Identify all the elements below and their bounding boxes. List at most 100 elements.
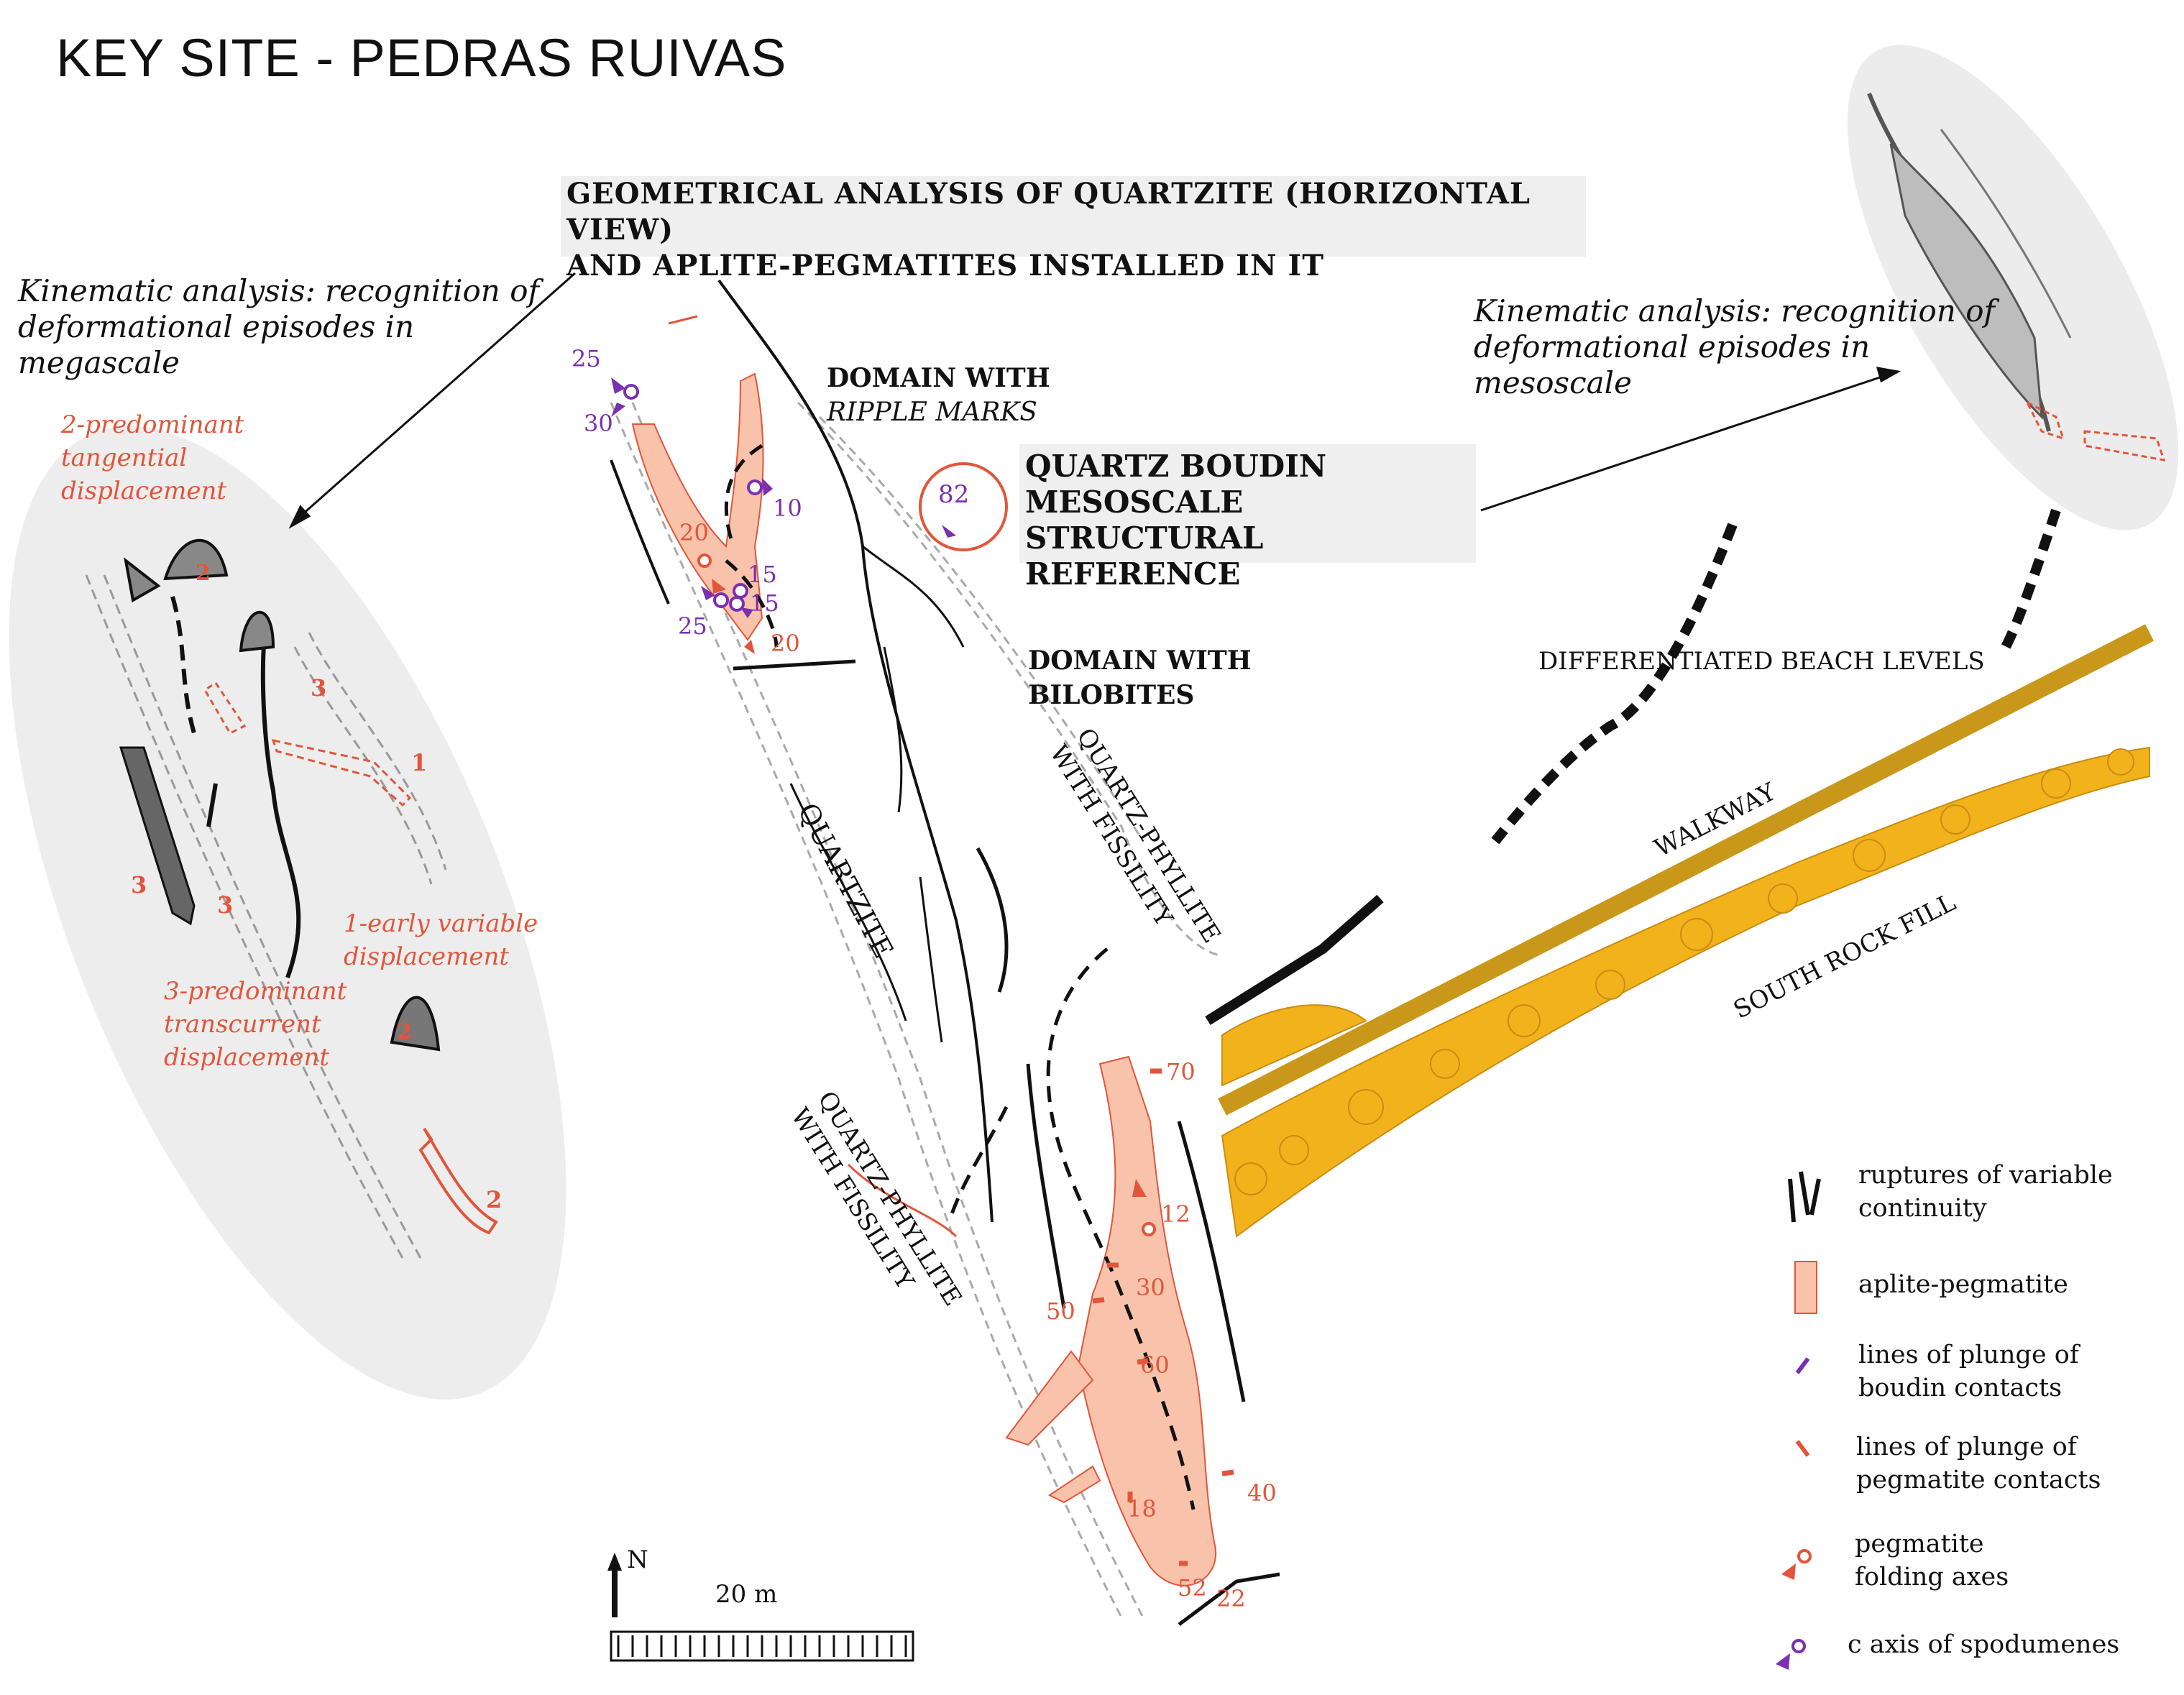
measure-purple-15b: 15 [750, 589, 779, 617]
megascale-sketch [85, 538, 498, 1259]
beach-solid-line [1205, 894, 1384, 1025]
geometric-heading-line2: AND APLITE-PEGMATITES INSTALLED IN IT [566, 249, 1324, 282]
legend-ruptures-1: ruptures of variable [1858, 1161, 2113, 1190]
mega-boudin-3 [239, 610, 275, 653]
label-tangential-2: tangential [61, 444, 188, 472]
legend-folding-1: pegmatite [1855, 1530, 1984, 1558]
domain-bilobites-2: BILOBITES [1028, 680, 1195, 710]
south-rock-fill [1221, 746, 2150, 1238]
mega-arrow-1 [271, 738, 412, 807]
mega-boudin-1 [124, 557, 161, 603]
domain-bilobites-1: DOMAIN WITH [1028, 646, 1252, 676]
measure-orange-12: 12 [1161, 1200, 1190, 1228]
legend-boudin: lines of plunge of boudin contacts [1858, 1338, 2079, 1405]
boudin-reference-2: MESOSCALE STRUCTURAL [1025, 484, 1264, 556]
measure-purple-30: 30 [584, 410, 613, 437]
walkway-band [1218, 624, 2154, 1116]
legend-rupture-symbol [1788, 1171, 1821, 1223]
mega-boudin-4 [390, 996, 441, 1052]
legend-aplite: aplite-pegmatite [1858, 1270, 2068, 1299]
geometric-heading-line1: GEOMETRICAL ANALYSIS OF QUARTZITE (HORIZ… [566, 177, 1531, 247]
kinematic-mega-line2: deformational episodes in [18, 309, 415, 344]
kinematic-meso-line3: mesoscale [1474, 365, 1632, 400]
domain-ripple-2: RIPPLE MARKS [827, 398, 1037, 427]
kinematic-meso-text: Kinematic analysis: recognition of defor… [1474, 293, 1995, 401]
megascale-ellipse [9, 426, 566, 1400]
geometric-heading: GEOMETRICAL ANALYSIS OF QUARTZITE (HORIZ… [561, 176, 1586, 282]
central-map [610, 279, 1280, 1626]
label-tangential-1: 2-predominant [61, 410, 244, 439]
kinematic-meso-line2: deformational episodes in [1474, 329, 1871, 364]
measure-orange-70: 70 [1166, 1058, 1196, 1085]
label-transcurrent-2: transcurrent [164, 1010, 321, 1039]
label-transcurrent-3: displacement [164, 1043, 330, 1072]
label-tangential: 2-predominant tangential displacement [61, 408, 244, 507]
kinematic-mega-line3: megascale [18, 345, 180, 380]
domain-bilobites: DOMAIN WITH BILOBITES [1028, 643, 1252, 712]
legend-fold-symbol [1781, 1563, 1796, 1580]
kinematic-meso-line1: Kinematic analysis: recognition of [1474, 293, 1996, 329]
legend-pegcontact: lines of plunge of pegmatite contacts [1856, 1430, 2101, 1497]
legend-caxis: c axis of spodumenes [1848, 1630, 2120, 1659]
legend-boudin-symbol [1795, 1357, 1810, 1374]
measure-orange-20b: 20 [771, 630, 800, 657]
measure-orange-20a: 20 [679, 519, 709, 546]
measure-purple-25a: 25 [572, 345, 601, 372]
boudin-reference-3: REFERENCE [1025, 556, 1241, 592]
measure-orange-40: 40 [1247, 1479, 1277, 1507]
measure-orange-30: 30 [1136, 1274, 1165, 1301]
legend-caxis-symbol [1776, 1653, 1790, 1670]
domain-ripple: DOMAIN WITH RIPPLE MARKS [827, 361, 1050, 430]
label-early-2: displacement [344, 942, 510, 971]
label-transcurrent: 3-predominant transcurrent displacement [164, 975, 347, 1074]
mega-num-2a: 2 [196, 561, 211, 586]
measure-orange-60: 60 [1140, 1351, 1170, 1379]
domain-ripple-1: DOMAIN WITH [827, 363, 1050, 393]
mega-num-2b: 2 [397, 1019, 412, 1044]
legend-pegcontact-2: pegmatite contacts [1856, 1466, 2101, 1494]
mega-dark-arrow [119, 746, 196, 926]
pegmatite-lower [1077, 1055, 1217, 1586]
boudin-reference: QUARTZ BOUDIN MESOSCALE STRUCTURAL REFER… [1019, 444, 1476, 592]
mega-num-3a: 3 [311, 674, 327, 702]
label-beach: DIFFERENTIATED BEACH LEVELS [1538, 647, 1985, 676]
legend-aplite-swatch [1794, 1261, 1817, 1314]
mega-num-3b: 3 [131, 871, 147, 899]
boudin-reference-1: QUARTZ BOUDIN [1025, 449, 1327, 484]
callout-arrows [288, 272, 1901, 529]
legend-symbols [1776, 1171, 1821, 1670]
legend-folding-2: folding axes [1855, 1563, 2009, 1591]
legend-folding: pegmatite folding axes [1855, 1528, 2009, 1594]
measure-orange-50: 50 [1046, 1297, 1075, 1325]
measure-purple-15a: 15 [748, 561, 777, 588]
measure-orange-18: 18 [1127, 1495, 1157, 1522]
page-title: KEY SITE - PEDRAS RUIVAS [56, 28, 787, 88]
label-early-1: 1-early variable [344, 909, 538, 938]
legend-pegcontact-1: lines of plunge of [1856, 1433, 2077, 1461]
measure-purple-10: 10 [773, 495, 802, 522]
north-label: N [627, 1545, 648, 1574]
boudin-value: 82 [938, 480, 970, 509]
legend-pegcontact-symbol [1795, 1440, 1810, 1457]
label-early: 1-early variable displacement [344, 907, 538, 973]
beach-levels [1491, 508, 2061, 845]
boudin-circle [919, 462, 1008, 551]
label-tangential-3: displacement [61, 477, 227, 505]
legend-boudin-1: lines of plunge of [1858, 1341, 2079, 1369]
mega-arrow-2 [418, 1127, 498, 1235]
label-transcurrent-1: 3-predominant [164, 977, 347, 1006]
mega-num-2c: 2 [486, 1186, 503, 1213]
mega-num-1: 1 [411, 749, 428, 776]
pegmatite-upper [631, 372, 764, 641]
legend-ruptures-2: continuity [1858, 1194, 1987, 1223]
mega-boudin-2 [163, 538, 229, 581]
legend-boudin-2: boudin contacts [1858, 1374, 2063, 1402]
legend-ruptures: ruptures of variable continuity [1858, 1159, 2113, 1225]
mesoscale-ellipse [1847, 45, 2179, 530]
kinematic-mega-line1: Kinematic analysis: recognition of [18, 273, 540, 308]
scale-distance: 20 m [715, 1580, 778, 1609]
mega-num-3c: 3 [217, 891, 234, 919]
scale-bar [607, 1553, 914, 1662]
measure-orange-52: 52 [1178, 1574, 1207, 1602]
